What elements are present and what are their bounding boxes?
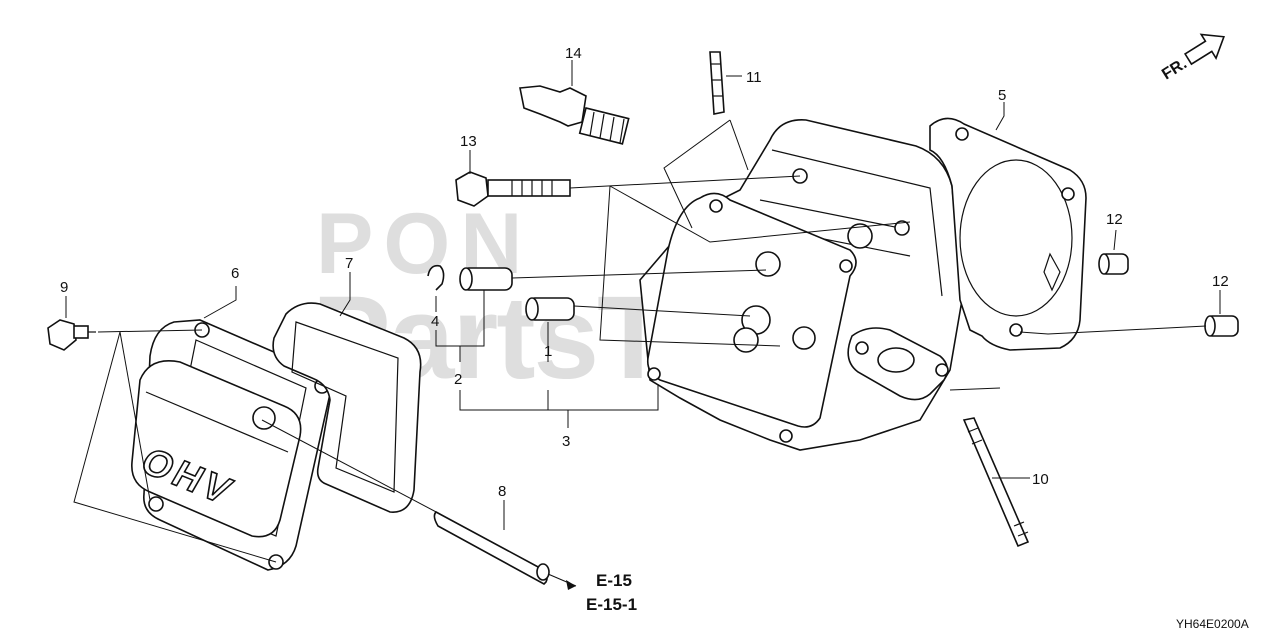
- bolt-9: [47, 319, 96, 351]
- leader-lines: [65, 60, 1221, 563]
- breather-tube: [261, 419, 577, 590]
- head-port: [792, 326, 816, 350]
- head-bolt-hole: [894, 220, 910, 236]
- head-bolt-hole: [647, 367, 661, 381]
- guide-2: [459, 267, 513, 291]
- head-port: [755, 251, 781, 277]
- reference-arrow-icon: [566, 580, 576, 590]
- callout-1: 1: [544, 343, 552, 360]
- guide-1: [525, 297, 575, 321]
- cover-bolt-hole: [148, 496, 164, 512]
- head-bolt-hole: [839, 259, 853, 273]
- clip-4: [427, 264, 445, 291]
- front-direction-indicator: FR.: [1159, 33, 1225, 83]
- callout-9: 9: [60, 279, 68, 296]
- dowel-pin-12a: [1098, 253, 1129, 275]
- head-bolt-hole: [779, 429, 793, 443]
- head-port: [847, 223, 873, 249]
- cylinder-head-gasket: [929, 117, 1087, 351]
- head-cover-gasket: [272, 302, 422, 513]
- callout-14: 14: [565, 45, 582, 62]
- head-port: [733, 327, 759, 353]
- callout-4: 4: [431, 313, 439, 330]
- front-arrow-icon: [1183, 33, 1225, 66]
- callout-11: 11: [746, 69, 762, 86]
- callout-7: 7: [345, 255, 353, 272]
- callout-6: 6: [231, 265, 239, 282]
- callout-2: 2: [454, 371, 462, 388]
- reference-labels: E-15 E-15-1: [586, 571, 637, 614]
- callout-5: 5: [998, 87, 1006, 104]
- head-cover: OHV: [131, 319, 332, 571]
- spark-plug: [519, 85, 630, 145]
- reference-e15-1: E-15-1: [586, 595, 637, 614]
- callout-12b: 12: [1212, 273, 1229, 290]
- dowel-pin-12b: [1204, 315, 1239, 337]
- stud-bolt-10: [962, 417, 1030, 548]
- callout-8: 8: [498, 483, 506, 500]
- callout-labels: 1 2 3 4 5 6 7 8 9 10 11 12 12 13 14: [60, 45, 1229, 500]
- flange-bolt-13: [455, 171, 571, 207]
- stud-bolt-11: [709, 51, 725, 115]
- reference-e15: E-15: [596, 571, 632, 590]
- cylinder-head: [639, 119, 963, 451]
- diagram-code: YH64E0200A: [1176, 617, 1249, 631]
- callout-12a: 12: [1106, 211, 1123, 228]
- callout-10: 10: [1032, 471, 1049, 488]
- head-bolt-hole: [709, 199, 723, 213]
- callout-13: 13: [460, 133, 477, 150]
- breather-port: [252, 406, 276, 430]
- callout-3: 3: [562, 433, 570, 450]
- front-direction-label: FR.: [1159, 55, 1190, 83]
